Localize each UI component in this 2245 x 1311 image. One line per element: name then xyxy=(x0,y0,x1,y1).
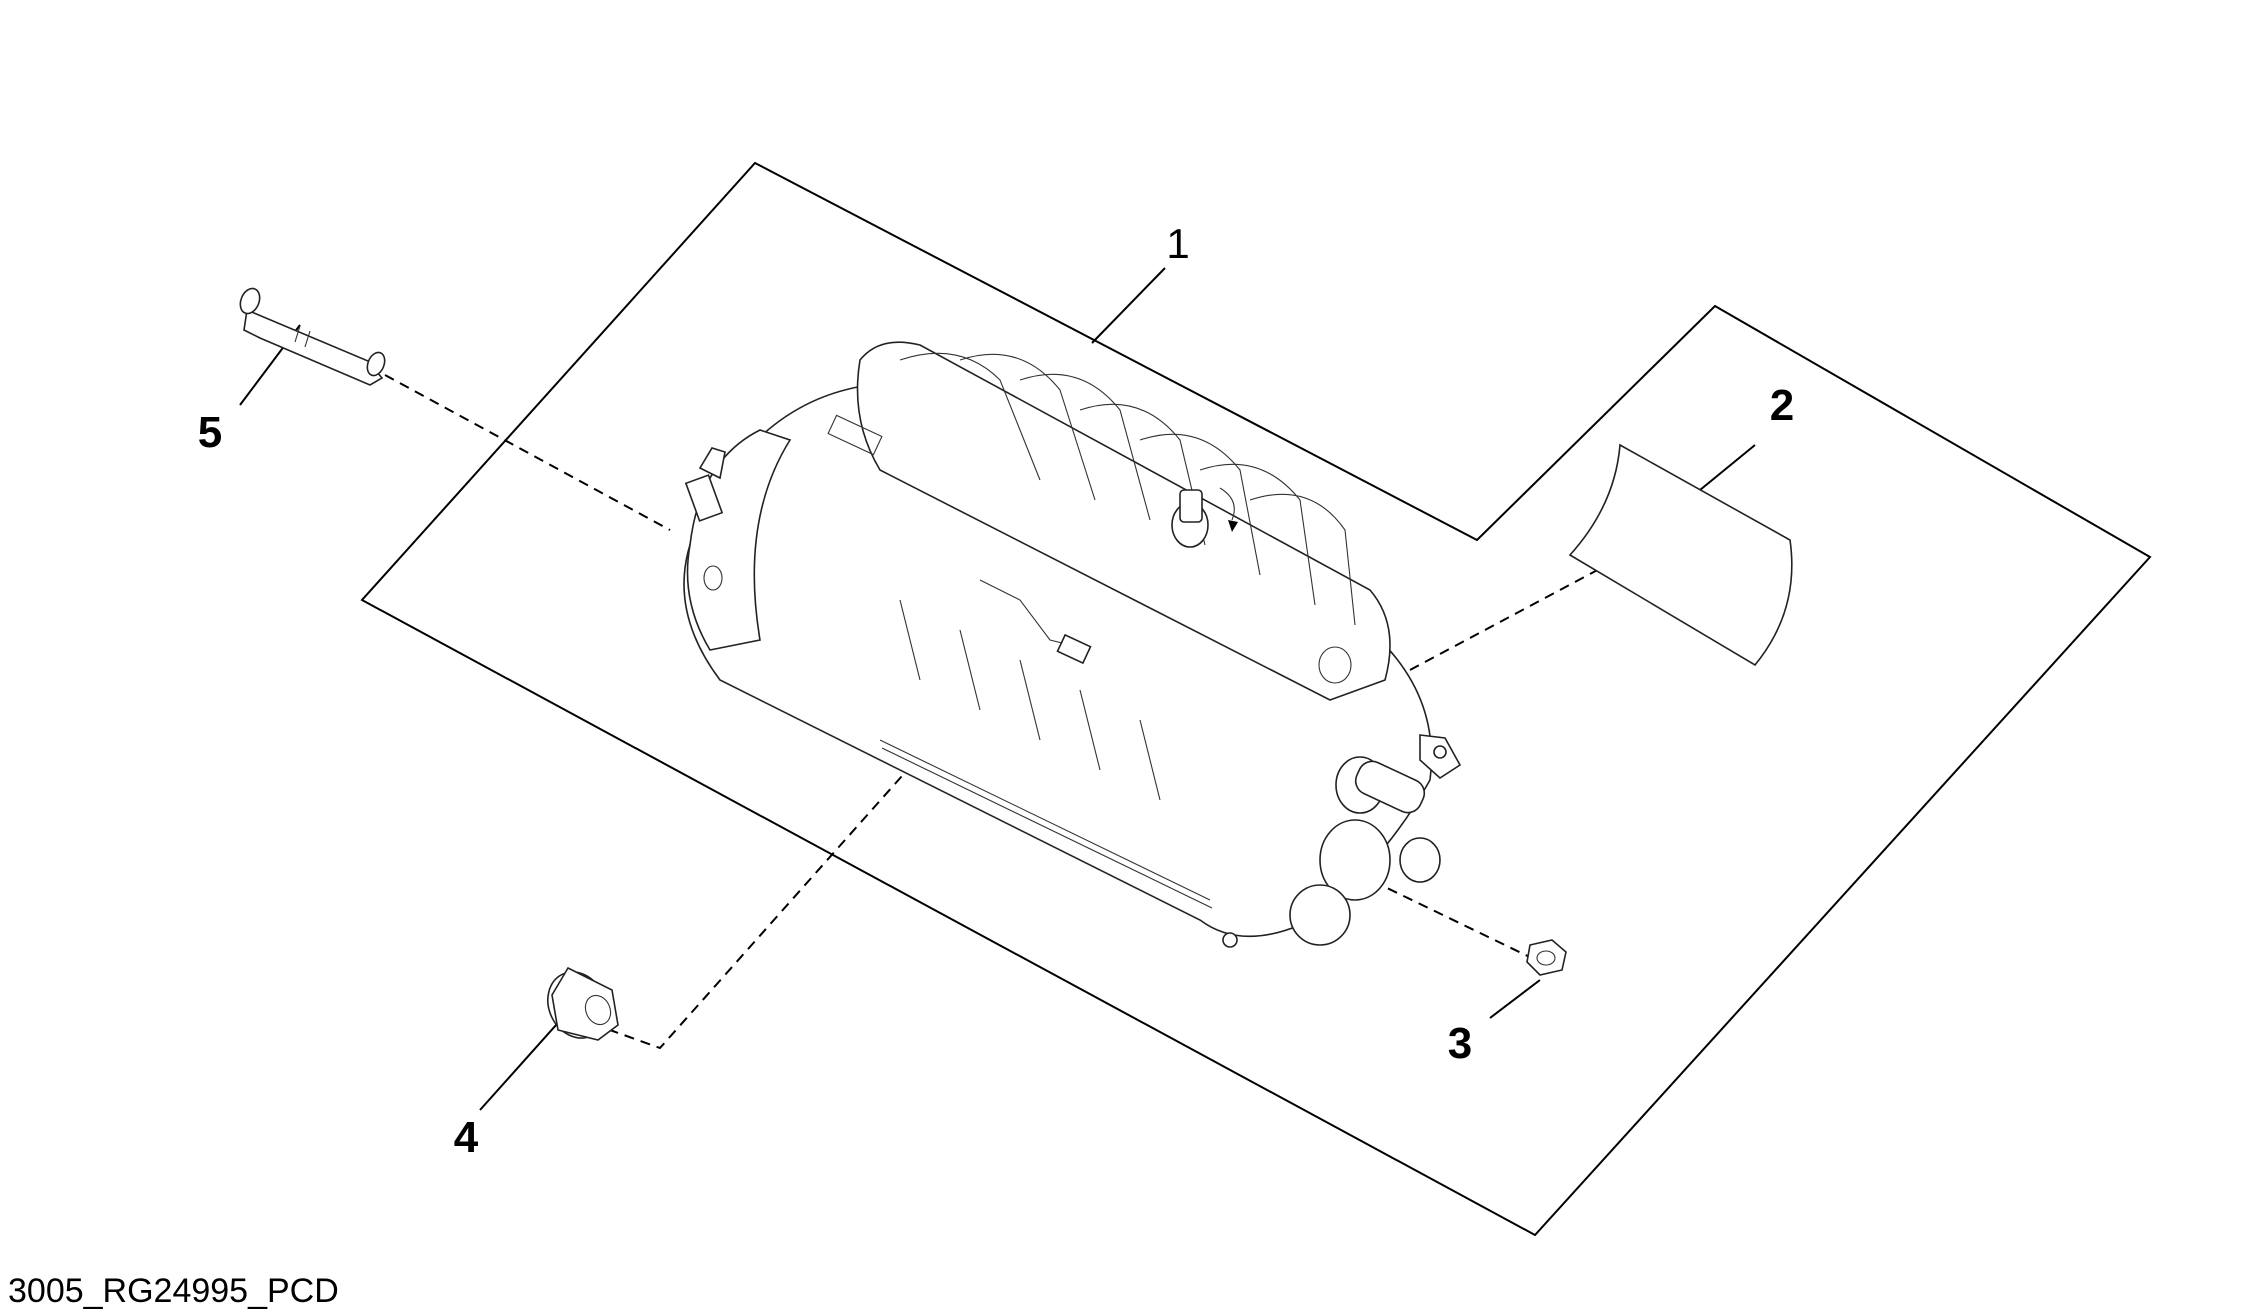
drawing-reference-caption: 3005_RG24995_PCD xyxy=(8,1272,339,1310)
callout-3: 3 xyxy=(1448,1019,1472,1068)
leader-line-3 xyxy=(1489,979,1541,1019)
starter-motor-part-1 xyxy=(683,341,1462,948)
alignment-line-2 xyxy=(1394,549,1636,679)
decal-part-2 xyxy=(1568,443,1793,667)
leader-line-2 xyxy=(1699,444,1756,491)
callout-1: 1 xyxy=(1166,220,1189,267)
nut-part-4 xyxy=(547,966,619,1041)
leader-line-1 xyxy=(1091,267,1166,344)
nut-part-3 xyxy=(1526,939,1567,976)
callout-2: 2 xyxy=(1770,381,1794,430)
alignment-line-4 xyxy=(609,712,959,1050)
callout-5: 5 xyxy=(198,408,222,457)
leader-line-4 xyxy=(479,1014,566,1111)
alignment-line-5 xyxy=(384,374,671,531)
callout-4: 4 xyxy=(454,1113,479,1162)
stud-part-5 xyxy=(239,287,386,386)
kit-boundary-frame xyxy=(360,161,2152,1237)
